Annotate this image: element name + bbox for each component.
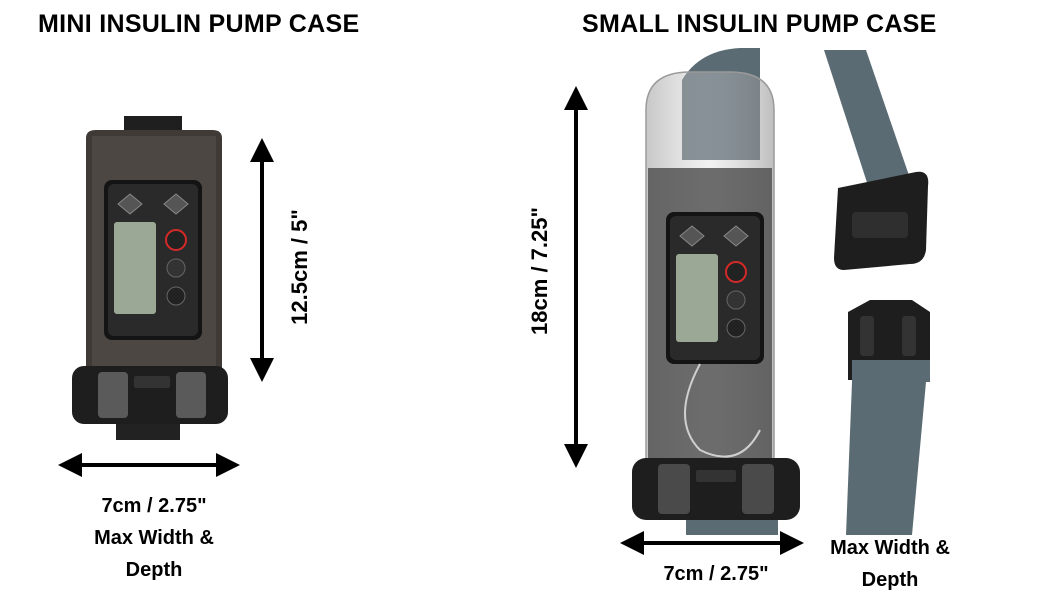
mini-max-line2: Depth [125,559,183,581]
small-case-image [632,48,800,535]
small-height-label: 18cm / 7.25" [527,207,552,335]
small-belt-clip [632,458,800,520]
strap-with-buckle-image [824,50,930,535]
mini-belt-clip [72,366,228,424]
mini-max-line1: Max Width & [94,527,214,549]
small-pump-device [666,212,764,364]
small-max-label: Max Width & Depth [808,532,972,596]
small-width-label: 7cm / 2.75" [663,563,769,585]
mini-case-image [72,116,228,440]
mini-height-label: 12.5cm / 5" [287,209,312,325]
small-max-line1: Max Width & [830,537,950,559]
mini-case-title: MINI INSULIN PUMP CASE [38,10,360,38]
small-case-title: SMALL INSULIN PUMP CASE [582,10,937,38]
small-max-line2: Depth [861,569,919,591]
mini-pump-device [104,180,202,340]
mini-width-value: 7cm / 2.75" [101,495,207,517]
mini-width-label: 7cm / 2.75" Max Width & Depth [76,490,232,586]
